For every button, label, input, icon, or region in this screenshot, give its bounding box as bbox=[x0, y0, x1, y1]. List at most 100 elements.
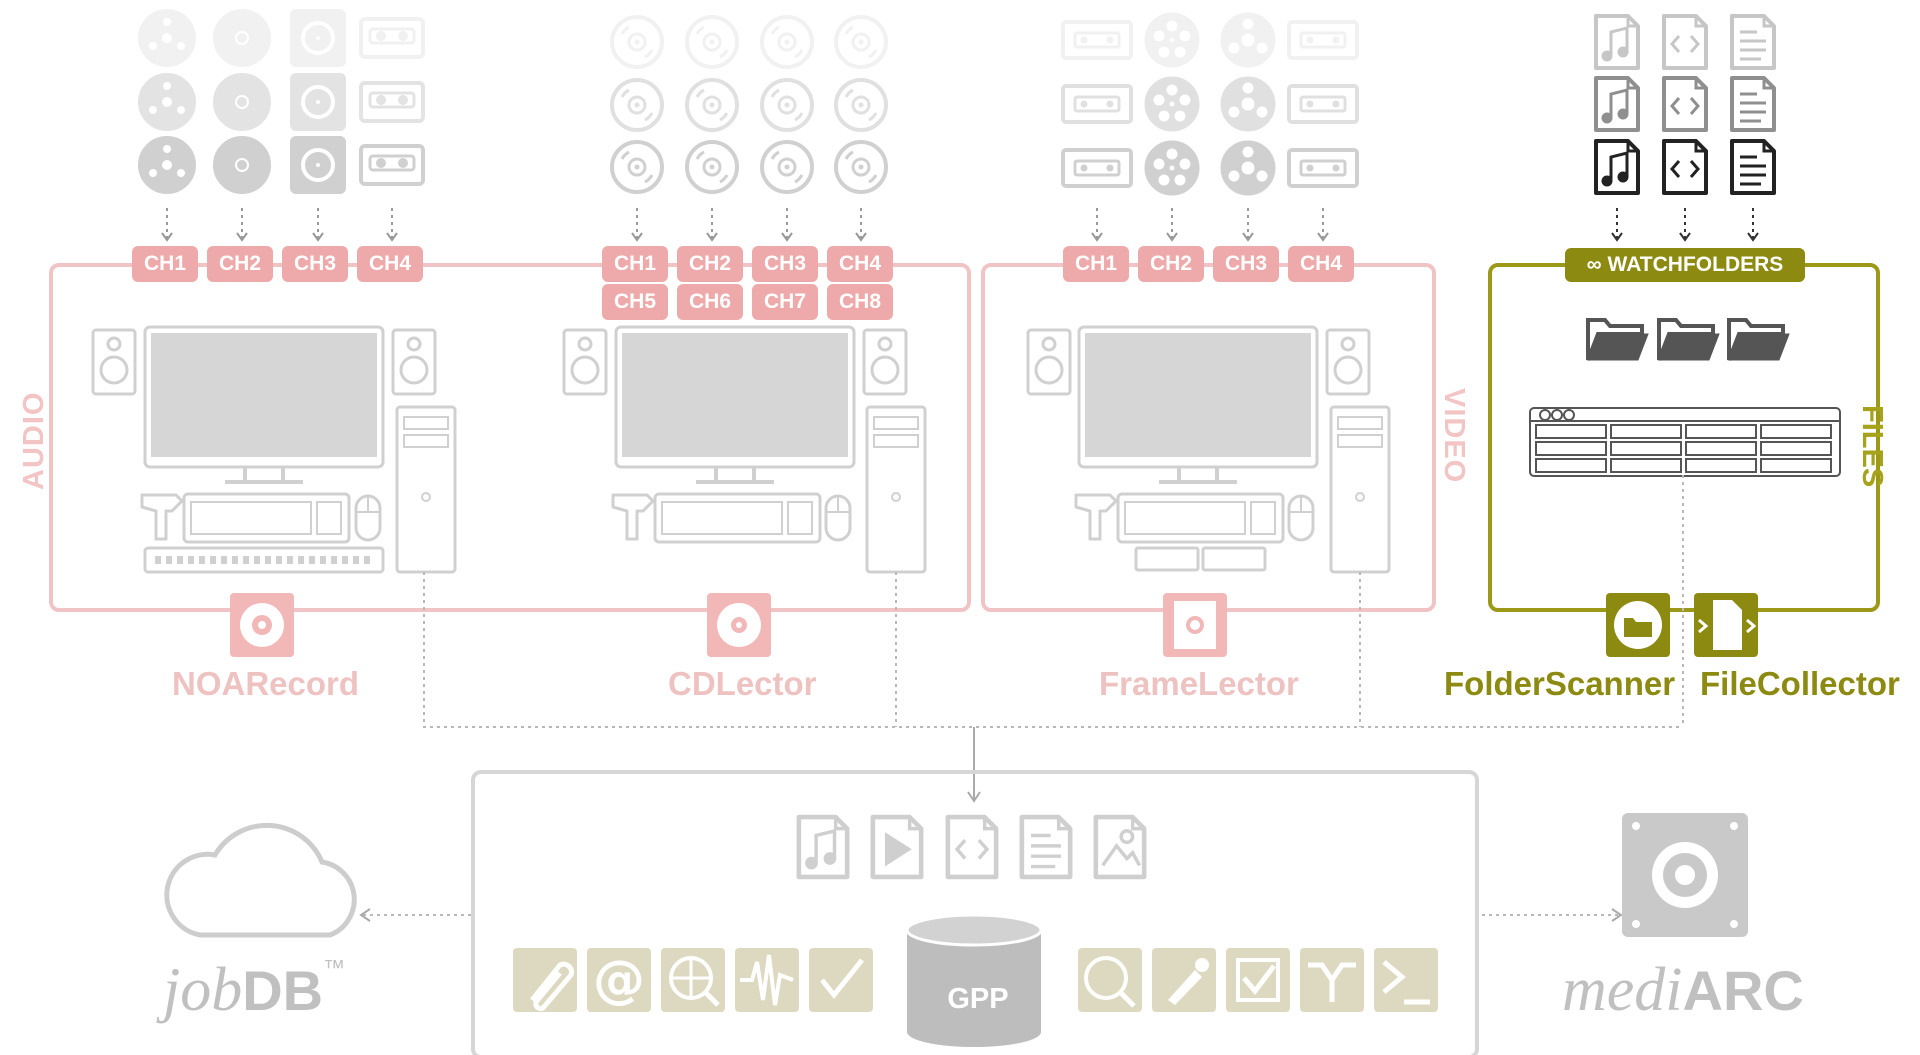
tape-reel-icon bbox=[1220, 140, 1276, 196]
speaker-icon bbox=[391, 328, 437, 396]
cd-disc-icon bbox=[685, 140, 739, 194]
waveform-icon bbox=[735, 948, 799, 1012]
speaker-icon bbox=[1026, 328, 1072, 396]
text-file-icon bbox=[1732, 16, 1774, 68]
scanner-icon bbox=[140, 493, 184, 541]
code-file-icon bbox=[1664, 78, 1706, 130]
vinyl-disc-icon bbox=[213, 73, 271, 131]
film-reel-icon bbox=[1144, 76, 1200, 132]
vhs-tape-icon bbox=[1287, 84, 1359, 124]
keyboard-icon bbox=[653, 492, 822, 544]
source-arrowheads bbox=[161, 232, 1759, 242]
monitor-screen bbox=[622, 333, 848, 457]
turntable-icon bbox=[290, 73, 346, 131]
keyboard-icon bbox=[182, 492, 351, 544]
mouse-icon bbox=[354, 494, 382, 542]
cd-disc-icon bbox=[610, 78, 664, 132]
cd-disc-icon bbox=[760, 78, 814, 132]
folder-icon bbox=[1586, 318, 1650, 362]
gpp-tools-left: @ bbox=[513, 948, 873, 1012]
speaker-icon bbox=[91, 328, 137, 396]
filecollector-tile bbox=[1694, 593, 1758, 657]
tape-reel-icon bbox=[138, 136, 196, 194]
jobdb-arrowhead bbox=[359, 908, 371, 922]
tape-reel-icon bbox=[1220, 76, 1276, 132]
cassette-icon bbox=[359, 81, 425, 123]
video-interface bbox=[1201, 546, 1267, 572]
video-source-icons bbox=[1061, 12, 1359, 196]
gpp-tools-right bbox=[1078, 948, 1438, 1012]
folder-browser-window bbox=[1529, 407, 1841, 477]
audio-workstation bbox=[91, 325, 457, 574]
cassette-icon bbox=[359, 17, 425, 59]
cd-disc-icon bbox=[685, 78, 739, 132]
audio-file-icon bbox=[1596, 16, 1638, 68]
cdlector-workstation bbox=[562, 325, 927, 574]
scanner-icon bbox=[1074, 493, 1118, 541]
cd-disc-icon bbox=[834, 140, 888, 194]
noarecord-tile bbox=[230, 593, 294, 657]
dataflow-arrowhead bbox=[967, 791, 981, 803]
code-file-icon bbox=[1664, 141, 1706, 193]
tower-icon bbox=[395, 405, 457, 574]
cd-disc-icon bbox=[834, 15, 888, 69]
vhs-tape-icon bbox=[1287, 148, 1359, 188]
vhs-tape-icon bbox=[1061, 20, 1133, 60]
audio-file-icon bbox=[1596, 141, 1638, 193]
vhs-tape-icon bbox=[1061, 84, 1133, 124]
film-search-icon bbox=[1078, 948, 1142, 1012]
folder-icon bbox=[1727, 318, 1791, 362]
tape-reel-icon bbox=[138, 9, 196, 67]
audio-frame bbox=[49, 263, 971, 612]
image-file-icon bbox=[1096, 817, 1144, 877]
vhs-tape-icon bbox=[1061, 148, 1133, 188]
film-reel-icon bbox=[1144, 140, 1200, 196]
vinyl-disc-icon bbox=[213, 9, 271, 67]
mouse-icon bbox=[1287, 494, 1315, 542]
folderscanner-tile bbox=[1606, 593, 1670, 657]
turntable-icon bbox=[290, 136, 346, 194]
web-search-icon bbox=[661, 948, 725, 1012]
mediarc-arrowhead bbox=[1611, 908, 1623, 922]
video-workstation bbox=[1026, 325, 1391, 574]
watchfolder-icons bbox=[1586, 318, 1791, 362]
code-file-icon bbox=[1664, 16, 1706, 68]
terminal-icon bbox=[1374, 948, 1438, 1012]
checkbox-icon bbox=[1226, 948, 1290, 1012]
cd-disc-icon bbox=[685, 15, 739, 69]
speaker-icon bbox=[562, 328, 608, 396]
text-file-icon bbox=[1022, 817, 1070, 877]
turntable-icon bbox=[290, 9, 346, 67]
text-file-icon bbox=[1732, 78, 1774, 130]
cdlector-tile bbox=[707, 593, 771, 657]
tape-reel-icon bbox=[1220, 12, 1276, 68]
keyboard-icon bbox=[1116, 492, 1285, 544]
speaker-icon bbox=[862, 328, 908, 396]
audio-interface bbox=[143, 546, 385, 574]
cd-disc-icon bbox=[610, 140, 664, 194]
film-check-icon bbox=[809, 948, 873, 1012]
gpp-database-icon bbox=[905, 913, 1043, 1047]
eyedropper-icon bbox=[1152, 948, 1216, 1012]
video-interface bbox=[1134, 546, 1200, 572]
cd-source-icons bbox=[610, 15, 888, 194]
vhs-tape-icon bbox=[1287, 20, 1359, 60]
file-source-icons bbox=[1596, 16, 1774, 193]
gpp-frame bbox=[471, 770, 1479, 1055]
archive-drive-icon bbox=[1622, 813, 1748, 937]
paperclip-icon bbox=[513, 948, 577, 1012]
monitor-screen bbox=[1085, 333, 1311, 457]
framelector-tile bbox=[1163, 593, 1227, 657]
cd-disc-icon bbox=[760, 140, 814, 194]
cloud-icon bbox=[164, 822, 357, 938]
tape-reel-icon bbox=[138, 73, 196, 131]
audio-source-icons bbox=[138, 9, 425, 194]
video-file-icon bbox=[873, 817, 921, 877]
tower-icon bbox=[865, 405, 927, 574]
source-arrows bbox=[166, 208, 1754, 238]
gpp-format-icons bbox=[799, 817, 1144, 877]
cd-disc-icon bbox=[760, 15, 814, 69]
email-icon: @ bbox=[587, 948, 651, 1012]
cd-disc-icon bbox=[834, 78, 888, 132]
audio-file-icon bbox=[799, 817, 847, 877]
